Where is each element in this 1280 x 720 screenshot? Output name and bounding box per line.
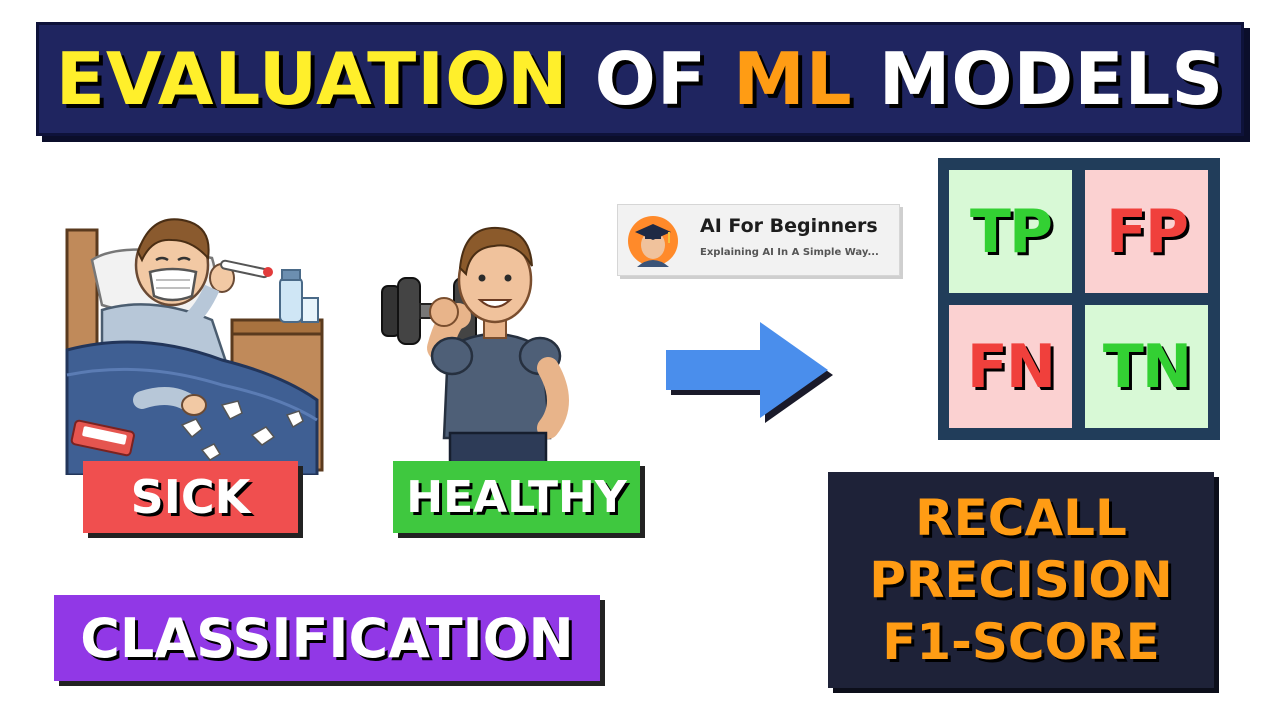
matrix-cell-tp: TP xyxy=(949,170,1072,293)
classification-label: CLASSIFICATION xyxy=(54,595,600,681)
right-arrow-icon xyxy=(666,322,833,423)
confusion-matrix: TP FP FN TN xyxy=(938,158,1220,440)
metric-precision: PRECISION xyxy=(869,551,1173,609)
title-word-of: OF xyxy=(594,37,708,121)
metrics-box: RECALL PRECISION F1-SCORE xyxy=(828,472,1214,688)
graduate-avatar-icon xyxy=(628,216,678,267)
brand-name: AI For Beginners xyxy=(700,215,878,237)
metric-recall: RECALL xyxy=(915,489,1127,547)
page-title: EVALUATION OF ML MODELS xyxy=(56,37,1225,121)
metric-f1-score: F1-SCORE xyxy=(882,613,1160,671)
matrix-cell-fp: FP xyxy=(1085,170,1208,293)
matrix-cell-tn: TN xyxy=(1085,305,1208,428)
matrix-cell-fn: FN xyxy=(949,305,1072,428)
healthy-person-illustration xyxy=(381,226,569,468)
title-word-evaluation: EVALUATION xyxy=(55,37,569,121)
title-word-models: MODELS xyxy=(878,37,1225,121)
brand-tagline: Explaining AI In A Simple Way... xyxy=(700,247,879,258)
sick-label: SICK xyxy=(83,461,298,533)
title-banner: EVALUATION OF ML MODELS xyxy=(36,22,1244,136)
channel-brand-card[interactable]: AI For Beginners Explaining AI In A Simp… xyxy=(617,204,900,276)
healthy-label: HEALTHY xyxy=(393,461,640,533)
title-word-ml: ML xyxy=(733,37,853,121)
sick-person-illustration xyxy=(65,218,324,475)
